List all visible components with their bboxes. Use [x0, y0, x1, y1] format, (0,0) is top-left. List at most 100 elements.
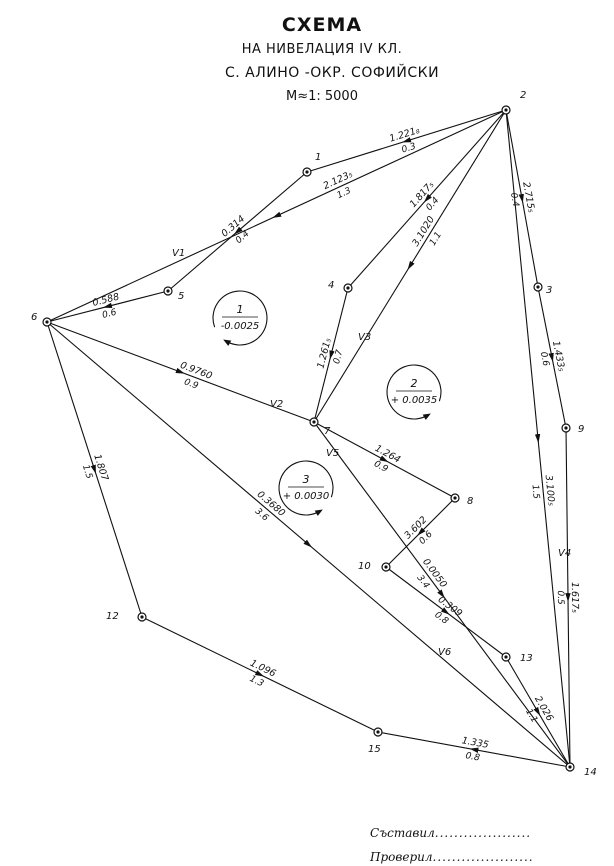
- label-rule: [89, 454, 100, 485]
- benchmark-point-3: 3: [533, 282, 552, 296]
- line-id-v5: V5: [326, 448, 339, 459]
- scheme-scale: М≈1: 5000: [286, 89, 358, 104]
- loop-misclosure: + 0.0035: [391, 395, 438, 406]
- benchmark-point-13: 13: [501, 652, 533, 664]
- point-dot: [305, 170, 309, 174]
- segment-length: 1.3: [336, 186, 353, 201]
- label-rule: [178, 371, 209, 383]
- point-label: 13: [520, 653, 533, 664]
- point-label: 2: [520, 90, 526, 101]
- segment-length: 0.6: [538, 351, 551, 367]
- label-rule: [225, 220, 250, 243]
- benchmark-point-6: 6: [31, 312, 52, 327]
- label-rule: [391, 135, 422, 147]
- point-dot: [376, 730, 380, 734]
- benchmark-point-12: 12: [106, 611, 147, 622]
- height-difference: 1.433₅: [550, 340, 567, 373]
- point-dot: [166, 289, 170, 293]
- point-label: 6: [31, 312, 37, 323]
- segment-2-6: [46, 109, 507, 323]
- line-id-v2: V2: [270, 399, 283, 410]
- benchmark-point-1: 1: [302, 152, 321, 177]
- compiled-label: Съставил: [370, 826, 435, 840]
- height-difference: 3.100₅: [543, 474, 557, 506]
- scheme-location: С. АЛИНО -ОКР. СОФИЙСКИ: [224, 65, 440, 81]
- label-rule: [416, 186, 438, 212]
- segment-length: 0.3: [401, 142, 418, 156]
- segment-length: 0.5: [555, 590, 565, 605]
- label-rule: [420, 221, 438, 249]
- label-rule: [518, 182, 526, 215]
- loop-direction-arc: [278, 460, 334, 516]
- point-label: 7: [324, 426, 331, 437]
- segment-length: 0.4: [508, 192, 520, 208]
- label-rule: [408, 520, 433, 545]
- point-label: 9: [578, 424, 584, 435]
- label-rule: [254, 498, 280, 520]
- label-rule: [458, 746, 490, 753]
- loop-misclosure: + 0.0030: [283, 491, 330, 502]
- label-rule: [245, 667, 275, 682]
- height-difference: 0.588: [91, 291, 120, 308]
- benchmark-point-8: 8: [450, 493, 473, 507]
- point-dot: [568, 765, 572, 769]
- point-dot: [504, 655, 508, 659]
- segment-length: 0.6: [418, 529, 435, 546]
- height-difference: 2.715₅: [520, 181, 536, 214]
- point-label: 15: [368, 744, 381, 755]
- segment-length: 0.6: [101, 308, 118, 321]
- scheme-title: СХЕМА: [281, 14, 363, 36]
- loop-number: 3: [303, 473, 310, 486]
- point-dot: [45, 320, 49, 324]
- loop-number: 2: [411, 377, 418, 390]
- label-rule: [91, 302, 124, 311]
- point-label: 5: [178, 291, 184, 302]
- point-dot: [536, 285, 540, 289]
- label-rule: [433, 602, 459, 622]
- benchmark-point-14: 14: [565, 762, 597, 778]
- height-difference: 1.335: [461, 735, 490, 751]
- label-rule: [541, 475, 545, 508]
- point-dot: [453, 496, 457, 500]
- signature-compiled: Съставил....................: [370, 826, 532, 840]
- loop-direction-arc: [386, 364, 442, 420]
- line-id-v3: V3: [358, 332, 371, 343]
- segment-length: 0.4: [424, 195, 441, 213]
- label-rule: [370, 452, 399, 468]
- point-dot: [384, 565, 388, 569]
- line-id-v1: V1: [172, 248, 185, 259]
- title-block: СХЕМА НА НИВЕЛАЦИЯ IV КЛ. С. АЛИНО -ОКР.…: [0, 14, 614, 104]
- point-dot: [346, 286, 350, 290]
- checked-label: Проверил: [370, 850, 433, 864]
- segment-length: 1.5: [529, 484, 540, 499]
- label-rule: [326, 339, 336, 371]
- point-dot: [564, 426, 568, 430]
- benchmark-point-15: 15: [368, 727, 383, 755]
- label-rule: [548, 341, 556, 374]
- signature-checked: Проверил.....................: [370, 850, 534, 864]
- line-id-v6: V6: [438, 647, 451, 658]
- label-rule: [529, 698, 547, 726]
- benchmark-point-4: 4: [328, 280, 353, 293]
- closure-loop-2: 2 + 0.0035: [386, 364, 442, 420]
- point-label: 3: [546, 285, 552, 296]
- loop-direction-arc: [212, 290, 268, 346]
- segment-length: 1.5: [80, 464, 94, 481]
- line-id-v4: V4: [558, 548, 571, 559]
- point-dot: [140, 615, 144, 619]
- benchmark-point-2: 2: [501, 90, 526, 115]
- point-label: 14: [584, 767, 597, 778]
- benchmark-point-5: 5: [163, 286, 184, 302]
- segment-2-7: [313, 109, 507, 423]
- point-dot: [504, 108, 508, 112]
- segment-length: 0.7: [332, 349, 345, 366]
- point-dot: [312, 420, 316, 424]
- closure-loop-1: 1-0.0025: [212, 290, 268, 346]
- label-rule: [326, 179, 356, 194]
- segment-length: 0.9: [183, 377, 200, 391]
